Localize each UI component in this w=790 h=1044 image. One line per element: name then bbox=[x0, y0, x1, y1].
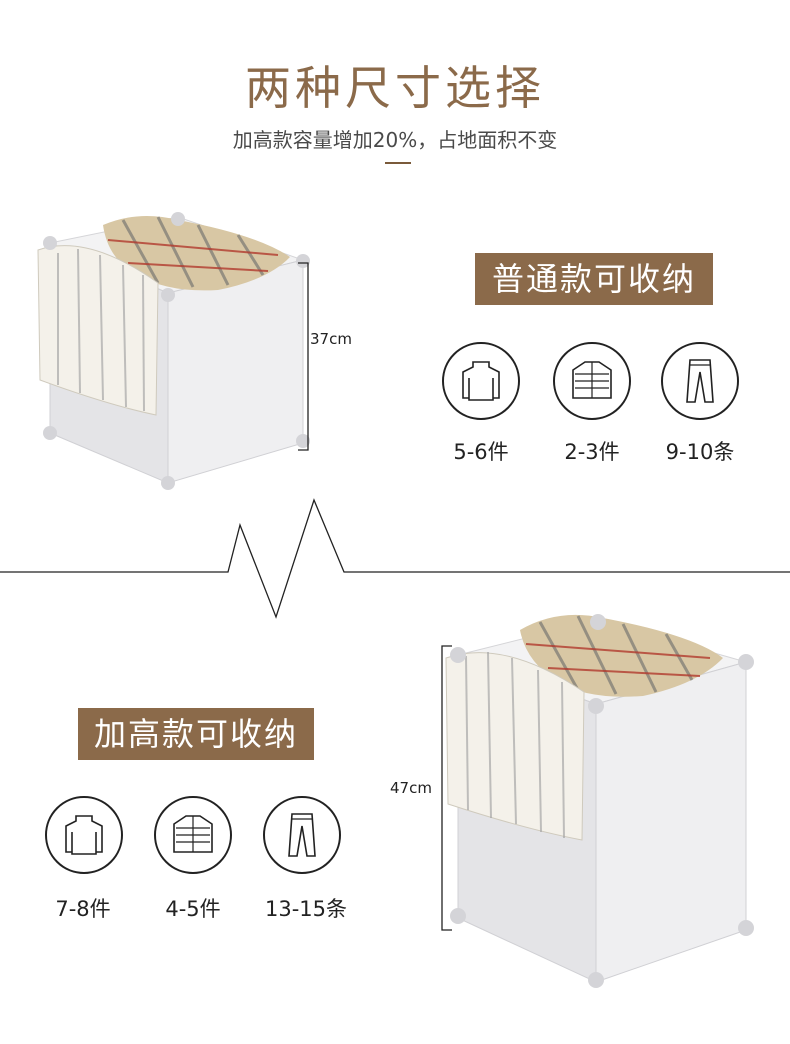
tall-capacity-badge: 加高款可收纳 bbox=[78, 708, 314, 760]
tall-sweater-count: 7-8件 bbox=[55, 897, 111, 921]
sweater-icon bbox=[45, 796, 123, 874]
tall-jacket-count: 4-5件 bbox=[165, 897, 221, 921]
standard-capacity-badge: 普通款可收纳 bbox=[475, 253, 713, 305]
tall-height-label: 47cm bbox=[390, 779, 432, 797]
tall-cabinet-image bbox=[441, 614, 754, 988]
standard-height-label: 37cm bbox=[310, 330, 352, 348]
title-divider bbox=[385, 162, 411, 164]
tall-pants-count: 13-15条 bbox=[264, 897, 348, 921]
standard-jacket-count: 2-3件 bbox=[564, 440, 620, 464]
page-title: 两种尺寸选择 bbox=[245, 61, 545, 115]
standard-pants-count: 9-10条 bbox=[665, 440, 735, 464]
standard-sweater-count: 5-6件 bbox=[453, 440, 509, 464]
pants-icon bbox=[263, 796, 341, 874]
section-divider bbox=[0, 498, 790, 619]
down-jacket-icon bbox=[154, 796, 232, 874]
pants-icon bbox=[661, 342, 739, 420]
standard-cabinet-image bbox=[37, 212, 310, 490]
down-jacket-icon bbox=[553, 342, 631, 420]
page-subtitle: 加高款容量增加20%，占地面积不变 bbox=[232, 128, 558, 152]
sweater-icon bbox=[442, 342, 520, 420]
